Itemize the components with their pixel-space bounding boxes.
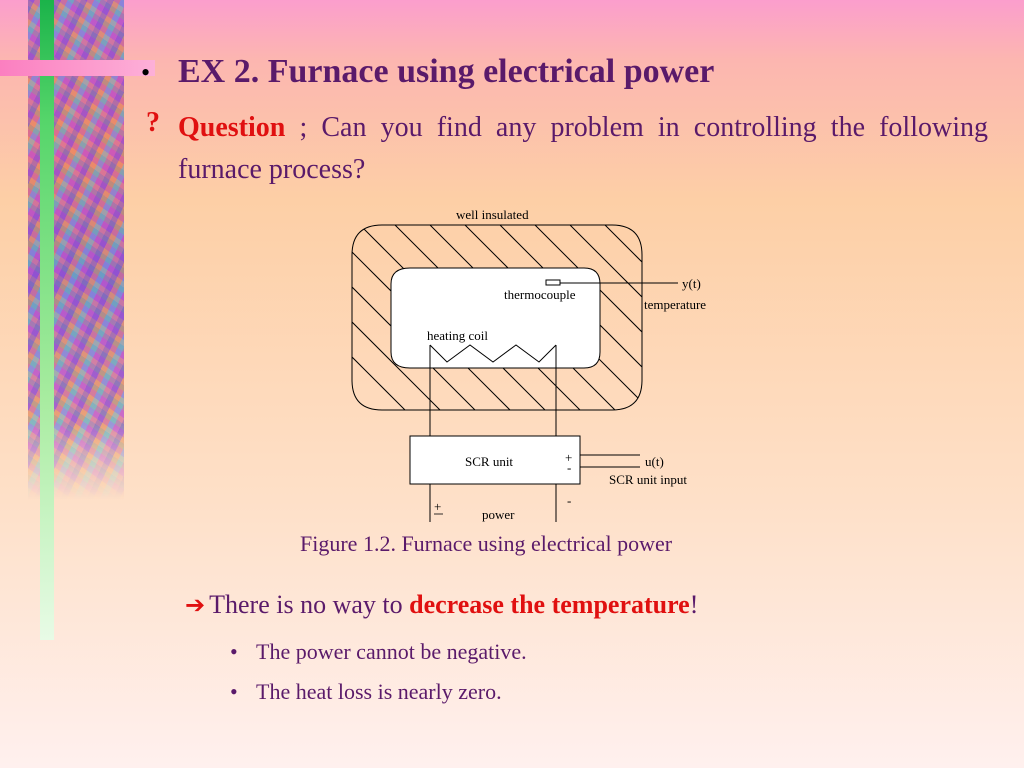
label-y-t: y(t) [682, 276, 701, 291]
scr-unit-box [409, 435, 581, 485]
question-icon: ? [146, 107, 160, 138]
figure-caption: Figure 1.2. Furnace using electrical pow… [300, 531, 673, 556]
label-well-insulated: well insulated [456, 207, 529, 222]
question-text: ; Can you find any problem in controllin… [178, 112, 988, 185]
title-bullet: • [141, 58, 151, 87]
conclusion-prefix: There is no way to [209, 590, 410, 619]
arrow-right-icon: ➔ [185, 591, 206, 619]
sub-bullet-text: The power cannot be negative. [256, 639, 527, 664]
label-power-plus: + [434, 499, 441, 514]
heating-coil [429, 344, 557, 363]
label-input-plus: + [565, 450, 572, 465]
thermocouple-sensor [545, 279, 561, 286]
decorative-pink-band [0, 60, 155, 76]
conclusion-highlight: decrease the temperature [409, 590, 690, 619]
sub-bullet-text: The heat loss is nearly zero. [256, 679, 502, 704]
furnace-outer-wall [351, 224, 643, 411]
conclusion-line: ➔There is no way to decrease the tempera… [185, 590, 698, 620]
label-thermocouple: thermocouple [504, 287, 576, 302]
bullet-icon: • [230, 679, 238, 704]
label-temperature: temperature [644, 297, 706, 312]
list-item: • The heat loss is nearly zero. [230, 679, 502, 705]
conclusion-suffix: ! [689, 590, 699, 619]
label-heating-coil: heating coil [427, 328, 488, 343]
label-power: power [482, 507, 515, 522]
label-input-minus: - [567, 460, 571, 475]
list-item: • The power cannot be negative. [230, 639, 527, 665]
furnace-chamber [390, 267, 601, 369]
label-u-t: u(t) [645, 454, 664, 469]
label-scr-unit-input: SCR unit input [609, 472, 687, 487]
label-power-minus: - [567, 493, 571, 508]
slide-title: EX 2. Furnace using electrical power [178, 53, 715, 90]
question-paragraph: Question ; Can you find any problem in c… [178, 107, 988, 191]
label-scr-unit: SCR unit [465, 454, 513, 469]
bullet-icon: • [230, 639, 238, 664]
decorative-green-bar [40, 0, 54, 640]
question-label: Question [178, 112, 286, 143]
